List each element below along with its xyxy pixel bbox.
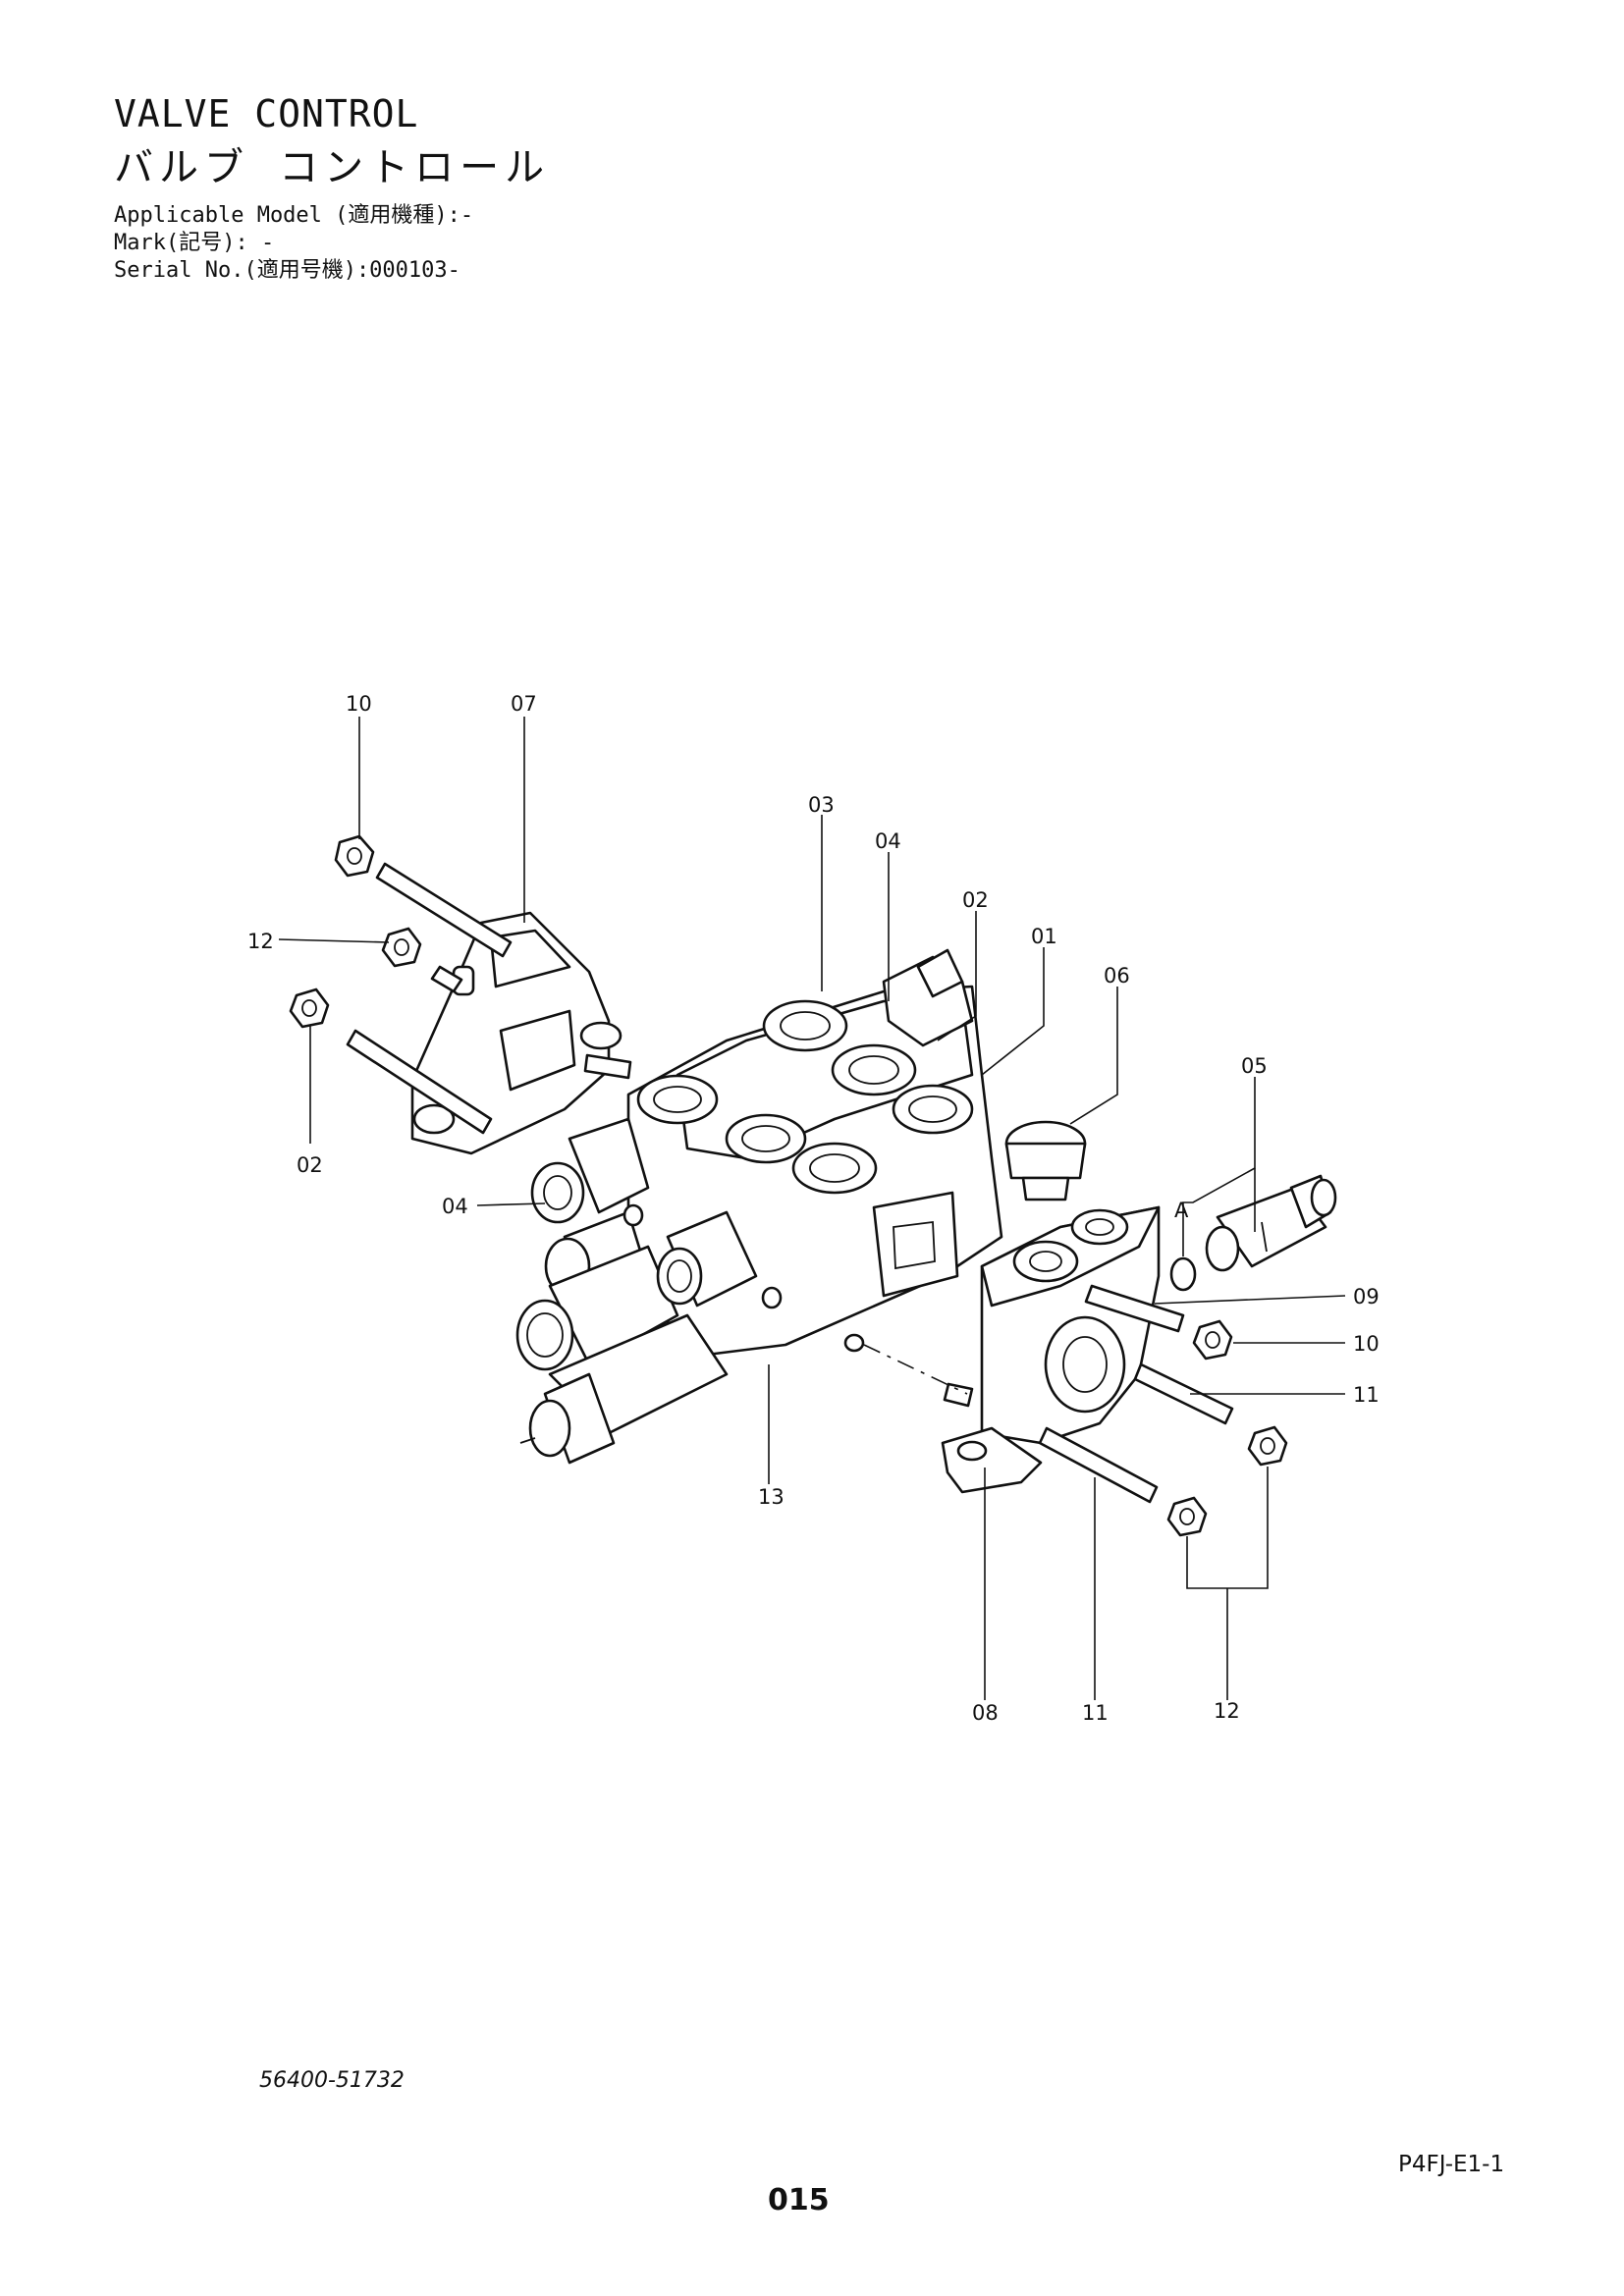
callout-10: 10 [346, 692, 372, 716]
spool-cap-upper [882, 948, 974, 1047]
o-ring-A [1169, 1256, 1197, 1292]
page-code: P4FJ-E1-1 [1398, 2152, 1505, 2177]
callout-02-left: 02 [297, 1153, 323, 1177]
stud-bolts-left [346, 862, 632, 1135]
leader-lines [278, 717, 1346, 1700]
callout-A: A [1174, 1199, 1189, 1222]
drawing-number: 56400-51732 [259, 2068, 405, 2093]
stud-bolts-right [943, 1284, 1234, 1504]
serial-number: Serial No.(適用号機):000103- [114, 258, 460, 283]
callout-12: 12 [247, 930, 274, 953]
callout-01: 01 [1031, 925, 1057, 948]
callout-05: 05 [1241, 1054, 1268, 1078]
nuts-right [1166, 1319, 1288, 1537]
title-japanese: バルブ コントロール [114, 145, 551, 190]
end-plate-right [941, 1205, 1161, 1494]
callout-03: 03 [808, 793, 835, 817]
mark-line: Mark(記号): - [114, 231, 275, 255]
callout-04: 04 [875, 829, 901, 853]
callout-13: 13 [758, 1485, 785, 1509]
callout-04-left: 04 [442, 1195, 468, 1218]
callout-08: 08 [972, 1701, 999, 1725]
callout-10-right: 10 [1353, 1332, 1380, 1356]
callout-09: 09 [1353, 1285, 1380, 1308]
page-number: 015 [768, 2183, 830, 2217]
callout-07: 07 [511, 692, 537, 716]
end-plate-left [410, 911, 623, 1155]
plug-06 [1004, 1120, 1087, 1201]
nuts-left [289, 834, 422, 1029]
callout-11-right: 11 [1353, 1383, 1380, 1407]
callout-06: 06 [1104, 964, 1130, 988]
callout-11-bottom: 11 [1082, 1701, 1109, 1725]
relief-valve-05 [1205, 1174, 1337, 1272]
callout-12-bottom: 12 [1214, 1699, 1240, 1723]
title-english: VALVE CONTROL [114, 92, 419, 135]
spool-cylinders-left [515, 1117, 729, 1465]
callout-02: 02 [962, 888, 989, 912]
callout-labels: 10 07 03 04 02 01 06 05 12 02 04 A 09 10… [247, 692, 1380, 1725]
applicable-model: Applicable Model (適用機種):- [114, 203, 474, 228]
spool-13 [623, 1203, 783, 1309]
